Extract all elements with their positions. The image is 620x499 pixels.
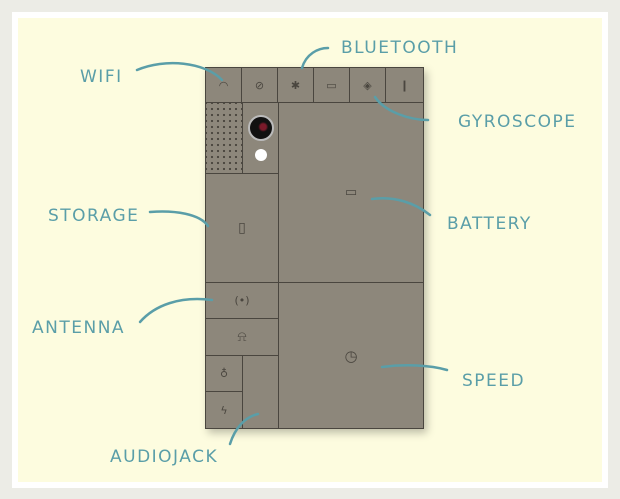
audiojack-leader <box>228 412 260 446</box>
gyroscope-leader <box>373 95 430 122</box>
antenna-icon: (•) <box>234 294 250 307</box>
bell-icon: ⍾ <box>237 329 247 345</box>
sim-icon: ▭ <box>326 78 337 92</box>
compass-icon: ⊘ <box>254 78 265 92</box>
wifi-leader <box>135 61 224 82</box>
storage-leader <box>148 210 210 228</box>
wifi-icon: ◠ <box>218 78 229 92</box>
label-speed: SPEED <box>462 371 526 391</box>
gyroscope-icon: ◈ <box>363 78 372 92</box>
thermometer-icon: ❙ <box>399 78 410 92</box>
speed-icon: ◷ <box>344 346 358 365</box>
bluetooth-icon: ✱ <box>290 78 301 92</box>
storage-icon: ▯ <box>238 220 246 236</box>
lightning-icon: ϟ <box>220 403 228 417</box>
battery-leader <box>370 197 432 217</box>
label-bluetooth: BLUETOOTH <box>341 38 459 58</box>
mic-icon: ♁ <box>219 367 229 380</box>
label-gyroscope: GYROSCOPE <box>458 112 577 132</box>
label-battery: BATTERY <box>447 214 532 234</box>
label-audiojack: AUDIOJACK <box>110 447 219 467</box>
bluetooth-leader <box>300 46 330 70</box>
speed-leader <box>380 364 449 372</box>
modular-phone: ◠ ⊘ ✱ ▭ ◈ ❙ ▯ (•) ⍾ ♁ ϟ ▭ ◷ <box>205 67 424 429</box>
battery-icon: ▭ <box>344 185 358 200</box>
label-storage: STORAGE <box>48 206 140 226</box>
label-wifi: WIFI <box>80 67 123 87</box>
flash-icon <box>254 149 267 161</box>
label-antenna: ANTENNA <box>32 318 126 338</box>
camera-module <box>242 102 279 174</box>
speed-module: ◷ <box>278 282 424 429</box>
antenna-leader <box>138 297 214 324</box>
camera-lens-icon <box>247 115 274 141</box>
